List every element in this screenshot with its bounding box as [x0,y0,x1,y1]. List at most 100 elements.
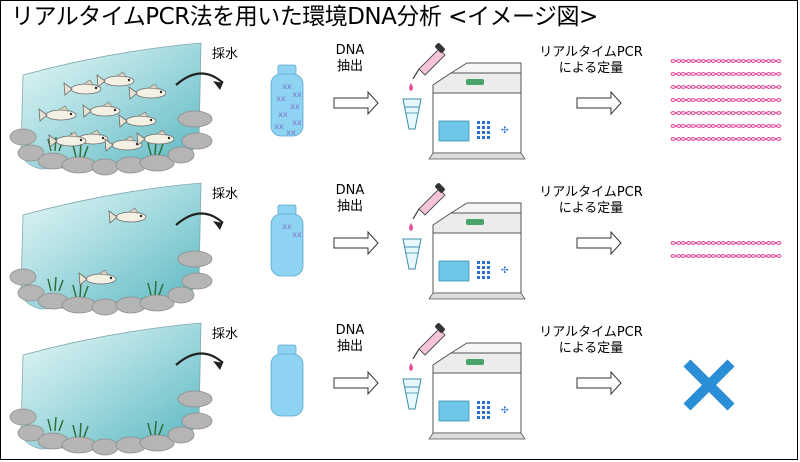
fish-icon [108,207,147,224]
machine-badge [466,219,484,225]
keypad-button [487,261,490,264]
keypad-button [477,131,480,134]
diagram-title: リアルタイムPCR法を用いた環境DNA分析 <イメージ図> [11,4,598,30]
water-sampling-label: 採水 [212,47,239,62]
keypad-button [482,276,485,279]
stream-scene [9,42,213,176]
keypad-button [477,136,480,139]
keypad-button [482,401,485,404]
pcr-quantification-label: リアルタイムPCR による定量 [539,185,643,216]
pcr-quantification-label: リアルタイムPCR による定量 [539,45,643,76]
pcr-result [670,58,782,142]
machine-screen [438,120,470,142]
quantification-arrow [576,370,622,396]
sample-tube-icon [402,238,422,270]
sampling-arrow-head [213,361,223,370]
pcr-result [670,240,782,259]
keypad-button [482,411,485,414]
keypad-button [487,126,490,129]
extraction-arrow [333,370,379,396]
extraction-arrow [333,230,379,256]
keypad-button [487,401,490,404]
dpad-icon: ✣ [501,126,509,136]
keypad-button [482,406,485,409]
rock [177,250,213,268]
aquatic-grass [72,142,89,158]
dna-fragment-mark: ⅹⅹ [276,94,286,103]
rock [177,110,213,128]
rock [9,408,37,426]
keypad-button [477,271,480,274]
aquatic-grass [47,416,64,432]
rock [139,154,175,172]
keypad-button [477,406,480,409]
dna-extraction-label: DNA 抽出 [335,323,365,354]
dna-strand [670,97,782,103]
dna-strand [670,84,782,90]
dna-fragment-mark: ⅹⅹ [274,122,284,131]
machine-badge [466,79,484,85]
keypad-button [487,271,490,274]
dna-fragment-mark: ⅹⅹ [292,90,302,99]
keypad-button [487,276,490,279]
keypad-button [487,266,490,269]
pcr-machine-icon: ✣ [428,202,526,300]
rock [181,412,213,430]
pcr-result [683,359,735,411]
fish-icon [82,101,121,118]
keypad-button [477,276,480,279]
keypad-button [487,121,490,124]
dna-strand [670,123,782,129]
keypad-button [482,416,485,419]
aquatic-grass [72,282,89,298]
droplet-icon [409,223,413,231]
dna-strand [670,136,782,142]
rock [61,156,97,174]
rock [17,144,45,162]
dna-strand [670,240,782,246]
sample-tube-icon [402,378,422,410]
keypad-button [477,266,480,269]
aquatic-grass [147,420,164,436]
keypad-button [487,411,490,414]
fish-icon [96,71,135,88]
pipette-icon [412,183,446,220]
rock [61,436,97,454]
pcr-machine-icon: ✣ [428,62,526,160]
keypad-button [477,416,480,419]
quantification-arrow [576,90,622,116]
dna-fragment-mark: ⅹⅹ [290,102,300,111]
keypad-button [482,266,485,269]
keypad-button [477,411,480,414]
stream-scene [9,322,213,456]
keypad-button [487,416,490,419]
stream-scene [9,182,213,316]
dna-extraction-label: DNA 抽出 [335,43,365,74]
row-scene: ✣ [9,322,735,456]
water-sampling-label: 採水 [212,327,239,342]
rock [9,268,37,286]
machine-badge [466,359,484,365]
keypad-button [482,261,485,264]
fish-icon [63,79,102,96]
dna-fragment-mark: ⅹⅹ [282,222,292,231]
sampling-arrow-head [213,221,223,230]
keypad-button [482,121,485,124]
pcr-quantification-label: リアルタイムPCR による定量 [539,325,643,356]
dna-strand [670,58,782,64]
droplet-icon [409,83,413,91]
rock [167,146,195,164]
rock [9,128,37,146]
dpad-icon: ✣ [501,406,509,416]
extraction-arrow [333,90,379,116]
fish-icon [128,83,167,100]
sampling-curved-arrow [175,72,224,86]
water-bottle [270,344,304,417]
machine-screen [438,400,470,422]
rock [167,286,195,304]
keypad-button [477,261,480,264]
